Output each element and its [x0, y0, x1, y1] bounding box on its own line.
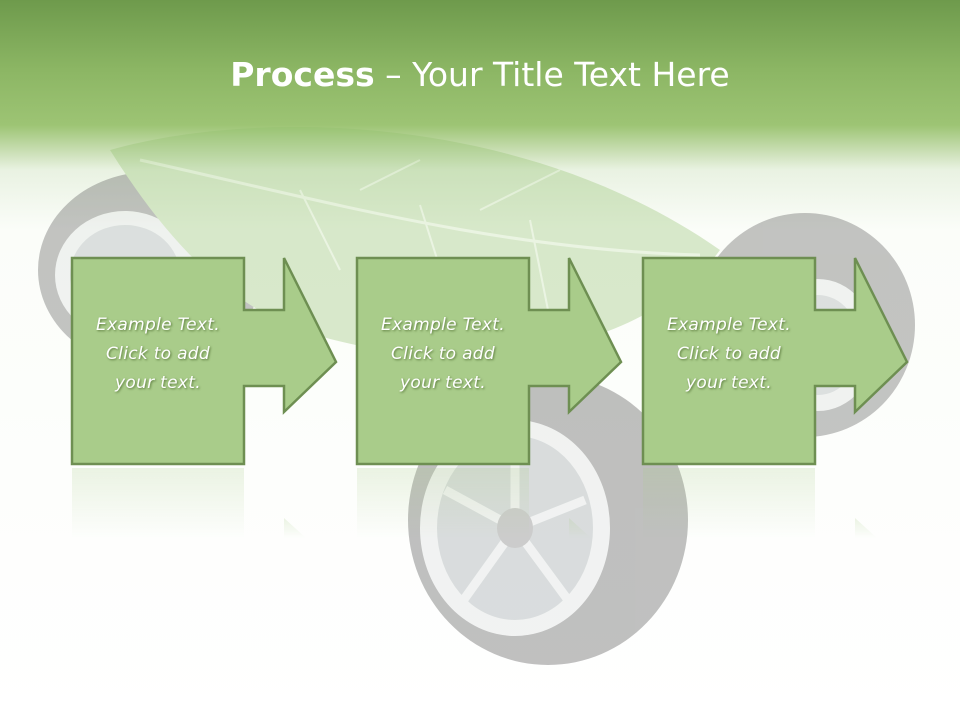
title-bold-text: Process: [230, 55, 375, 94]
step-1-line-2: Click to add: [106, 344, 210, 364]
step-3-line-1: Example Text.: [667, 315, 791, 335]
step-1-line-1: Example Text.: [96, 315, 220, 335]
step-2-line-1: Example Text.: [381, 315, 505, 335]
step-2-line-2: Click to add: [391, 344, 495, 364]
process-step-1-text[interactable]: Example Text. Click to add your text.: [72, 311, 244, 398]
step-1-line-3: your text.: [115, 373, 201, 393]
process-step-2-text[interactable]: Example Text. Click to add your text.: [357, 311, 529, 398]
title-rest-text: – Your Title Text Here: [374, 55, 730, 94]
process-step-2-shape[interactable]: [355, 256, 627, 468]
process-step-3-shape[interactable]: [641, 256, 913, 468]
step-3-line-3: your text.: [686, 373, 772, 393]
leaf-shape: [110, 126, 720, 356]
process-step-1-reflection: [72, 468, 306, 538]
process-step-1-shape[interactable]: [70, 256, 342, 468]
process-step-2-reflection: [357, 468, 591, 538]
slide-title[interactable]: Process – Your Title Text Here: [0, 52, 960, 98]
process-step-3-text[interactable]: Example Text. Click to add your text.: [643, 311, 815, 398]
process-step-3-reflection: [643, 468, 877, 538]
step-3-line-2: Click to add: [677, 344, 781, 364]
step-2-line-3: your text.: [400, 373, 486, 393]
